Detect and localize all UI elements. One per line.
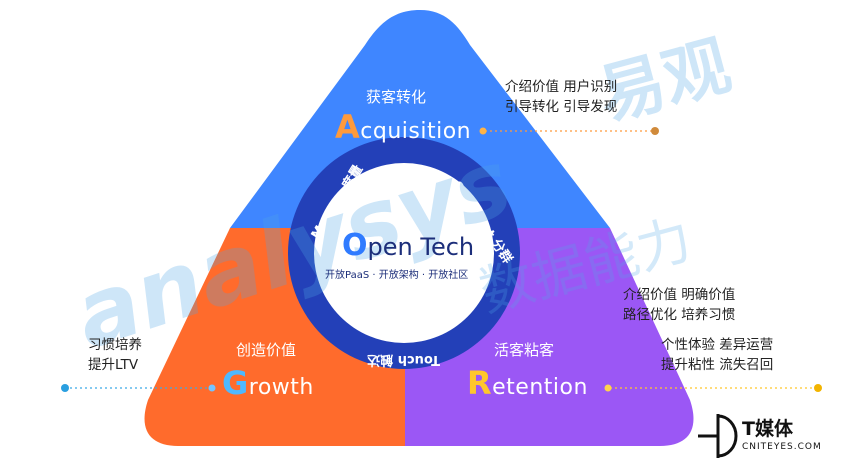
retention-anchor-dot — [604, 384, 612, 392]
acquisition-anchor-dot — [479, 127, 487, 135]
retention-initial: R — [467, 364, 493, 402]
retention-title: Retention — [467, 364, 588, 402]
brand-logo-name: T媒体 — [742, 418, 793, 440]
growth-initial: G — [222, 364, 249, 402]
brand-logo: T媒体 CNITEYES.COM — [696, 412, 836, 460]
acquisition-title: Acquisition — [335, 108, 471, 146]
brand-logo-url: CNITEYES.COM — [742, 442, 822, 452]
retention-notes-b-2: 提升粘性 流失召回 — [661, 357, 774, 373]
growth-notes-2: 提升LTV — [88, 357, 139, 373]
center-subtitle: 开放PaaS · 开放架构 · 开放社区 — [325, 270, 469, 281]
retention-notes-b-1: 个性体验 差异运营 — [661, 337, 774, 353]
growth-zh-label: 创造价值 — [236, 341, 297, 359]
retention-notes-a-2: 路径优化 培养习惯 — [623, 307, 736, 323]
ring-label-touch: Touch 触达 — [367, 352, 440, 368]
retention-leader-dot — [814, 384, 822, 392]
retention-rest: etention — [492, 375, 588, 400]
acquisition-notes-2: 引导转化 引导发现 — [505, 99, 618, 115]
center-disc — [314, 163, 494, 343]
acquisition-notes-1: 介绍价值 用户识别 — [505, 79, 618, 95]
acquisition-rest: cquisition — [360, 119, 472, 144]
acquisition-zh-label: 获客转化 — [366, 88, 427, 106]
center-title: Open Tech — [342, 228, 474, 263]
growth-leader-dot — [61, 384, 69, 392]
growth-title: Growth — [222, 364, 314, 402]
growth-notes-1: 习惯培养 — [88, 337, 142, 353]
retention-zh-label: 活客粘客 — [494, 341, 555, 359]
acquisition-leader-dot — [651, 127, 659, 135]
center-title-initial: O — [342, 228, 368, 263]
center-title-rest: pen Tech — [367, 233, 475, 261]
retention-notes-a-1: 介绍价值 明确价值 — [623, 287, 736, 303]
growth-rest: rowth — [248, 375, 314, 400]
acquisition-initial: A — [335, 108, 361, 146]
growth-anchor-dot — [208, 384, 216, 392]
brand-logo-mark — [698, 414, 738, 458]
